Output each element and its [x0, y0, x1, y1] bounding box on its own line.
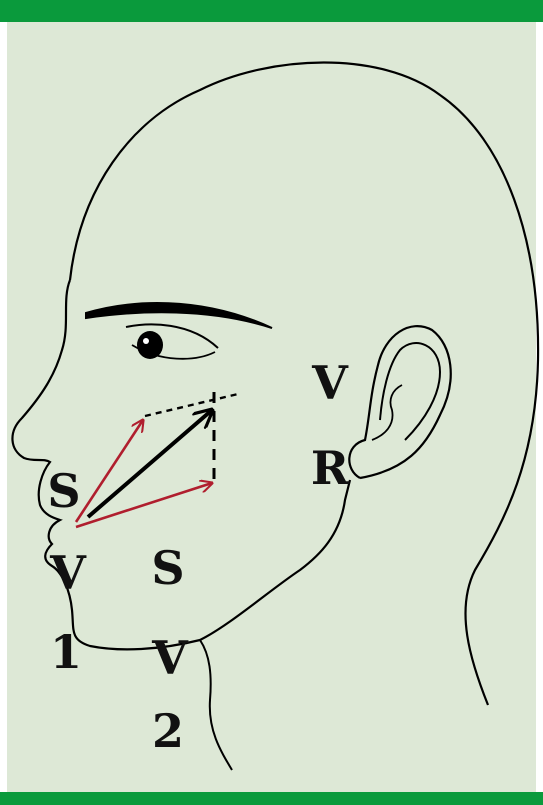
- black-arrow-resultant: [88, 410, 212, 517]
- label-two: 2: [152, 704, 184, 758]
- label-v-upper: V: [311, 356, 349, 410]
- dashed-horizontal-line: [145, 394, 238, 416]
- eye-iris: [137, 331, 163, 359]
- label-one: 1: [50, 625, 82, 679]
- red-arrow-upper: [76, 420, 143, 522]
- ear-fold: [372, 385, 402, 440]
- eyebrow: [86, 303, 272, 328]
- label-s-cheek: S: [151, 541, 184, 595]
- head-outline: [70, 63, 538, 706]
- label-r-upper: R: [311, 441, 350, 495]
- label-s-nose: S: [47, 464, 80, 518]
- eye-highlight: [143, 338, 149, 344]
- neck-line: [200, 640, 232, 770]
- label-v-lip: V: [49, 546, 87, 600]
- label-v-chin: V: [151, 631, 189, 685]
- ear-inner: [380, 343, 440, 440]
